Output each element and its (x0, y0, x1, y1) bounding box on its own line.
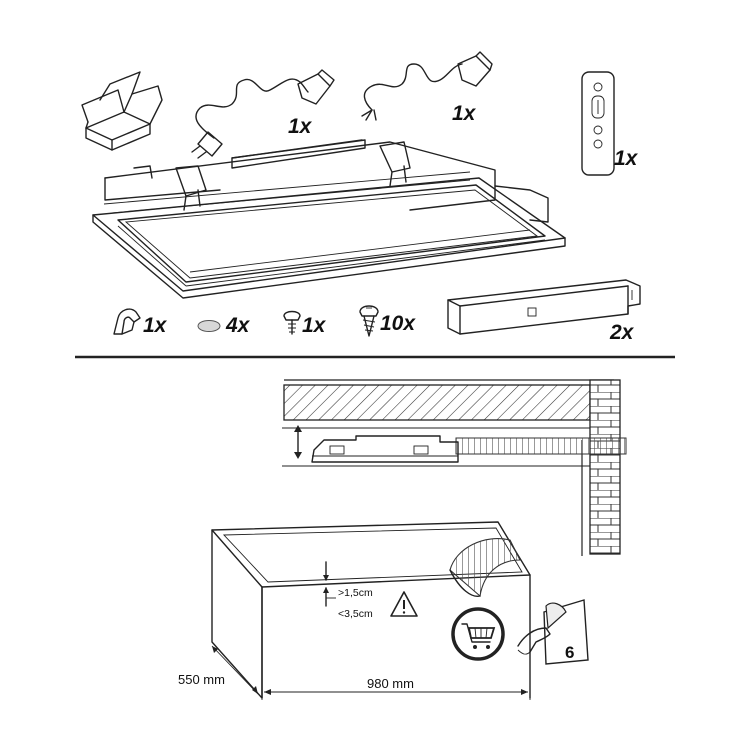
open-cable-qty: 1x (452, 102, 477, 125)
cabinet-view: >1,5cm <3,5cm 6 (178, 521, 589, 700)
clip-qty: 1x (143, 314, 168, 337)
bolt-icon (283, 310, 301, 335)
screw-icon (359, 305, 379, 337)
parts-section: 1x 1x 1x (81, 51, 641, 344)
brackets-qty: 2x (609, 321, 635, 344)
clearance-min-label: >1,5cm (338, 587, 373, 599)
hood-frame (92, 139, 566, 299)
remote-qty: 1x (614, 147, 639, 170)
clearance-max-label: <3,5cm (338, 608, 373, 620)
plug-cable-icon (191, 69, 335, 159)
open-cable-icon (361, 51, 493, 121)
box-icon (81, 71, 163, 151)
plug-cable-qty: 1x (288, 115, 313, 138)
screws-qty: 10x (380, 312, 416, 335)
sticker-icon: 6 (517, 599, 589, 665)
shopping-cart-icon (451, 607, 505, 661)
side-section-view (282, 379, 627, 556)
bolt-qty: 1x (302, 314, 327, 337)
width-label: 980 mm (367, 676, 414, 691)
remote-icon (581, 71, 615, 176)
bracket-icon (447, 279, 641, 335)
depth-label: 550 mm (178, 672, 225, 687)
warning-icon (390, 591, 418, 617)
pads-qty: 4x (225, 314, 251, 337)
duct-elbow (449, 538, 521, 598)
clip-icon (113, 308, 141, 335)
sticker-number: 6 (565, 643, 574, 662)
pad-icon (197, 320, 221, 332)
